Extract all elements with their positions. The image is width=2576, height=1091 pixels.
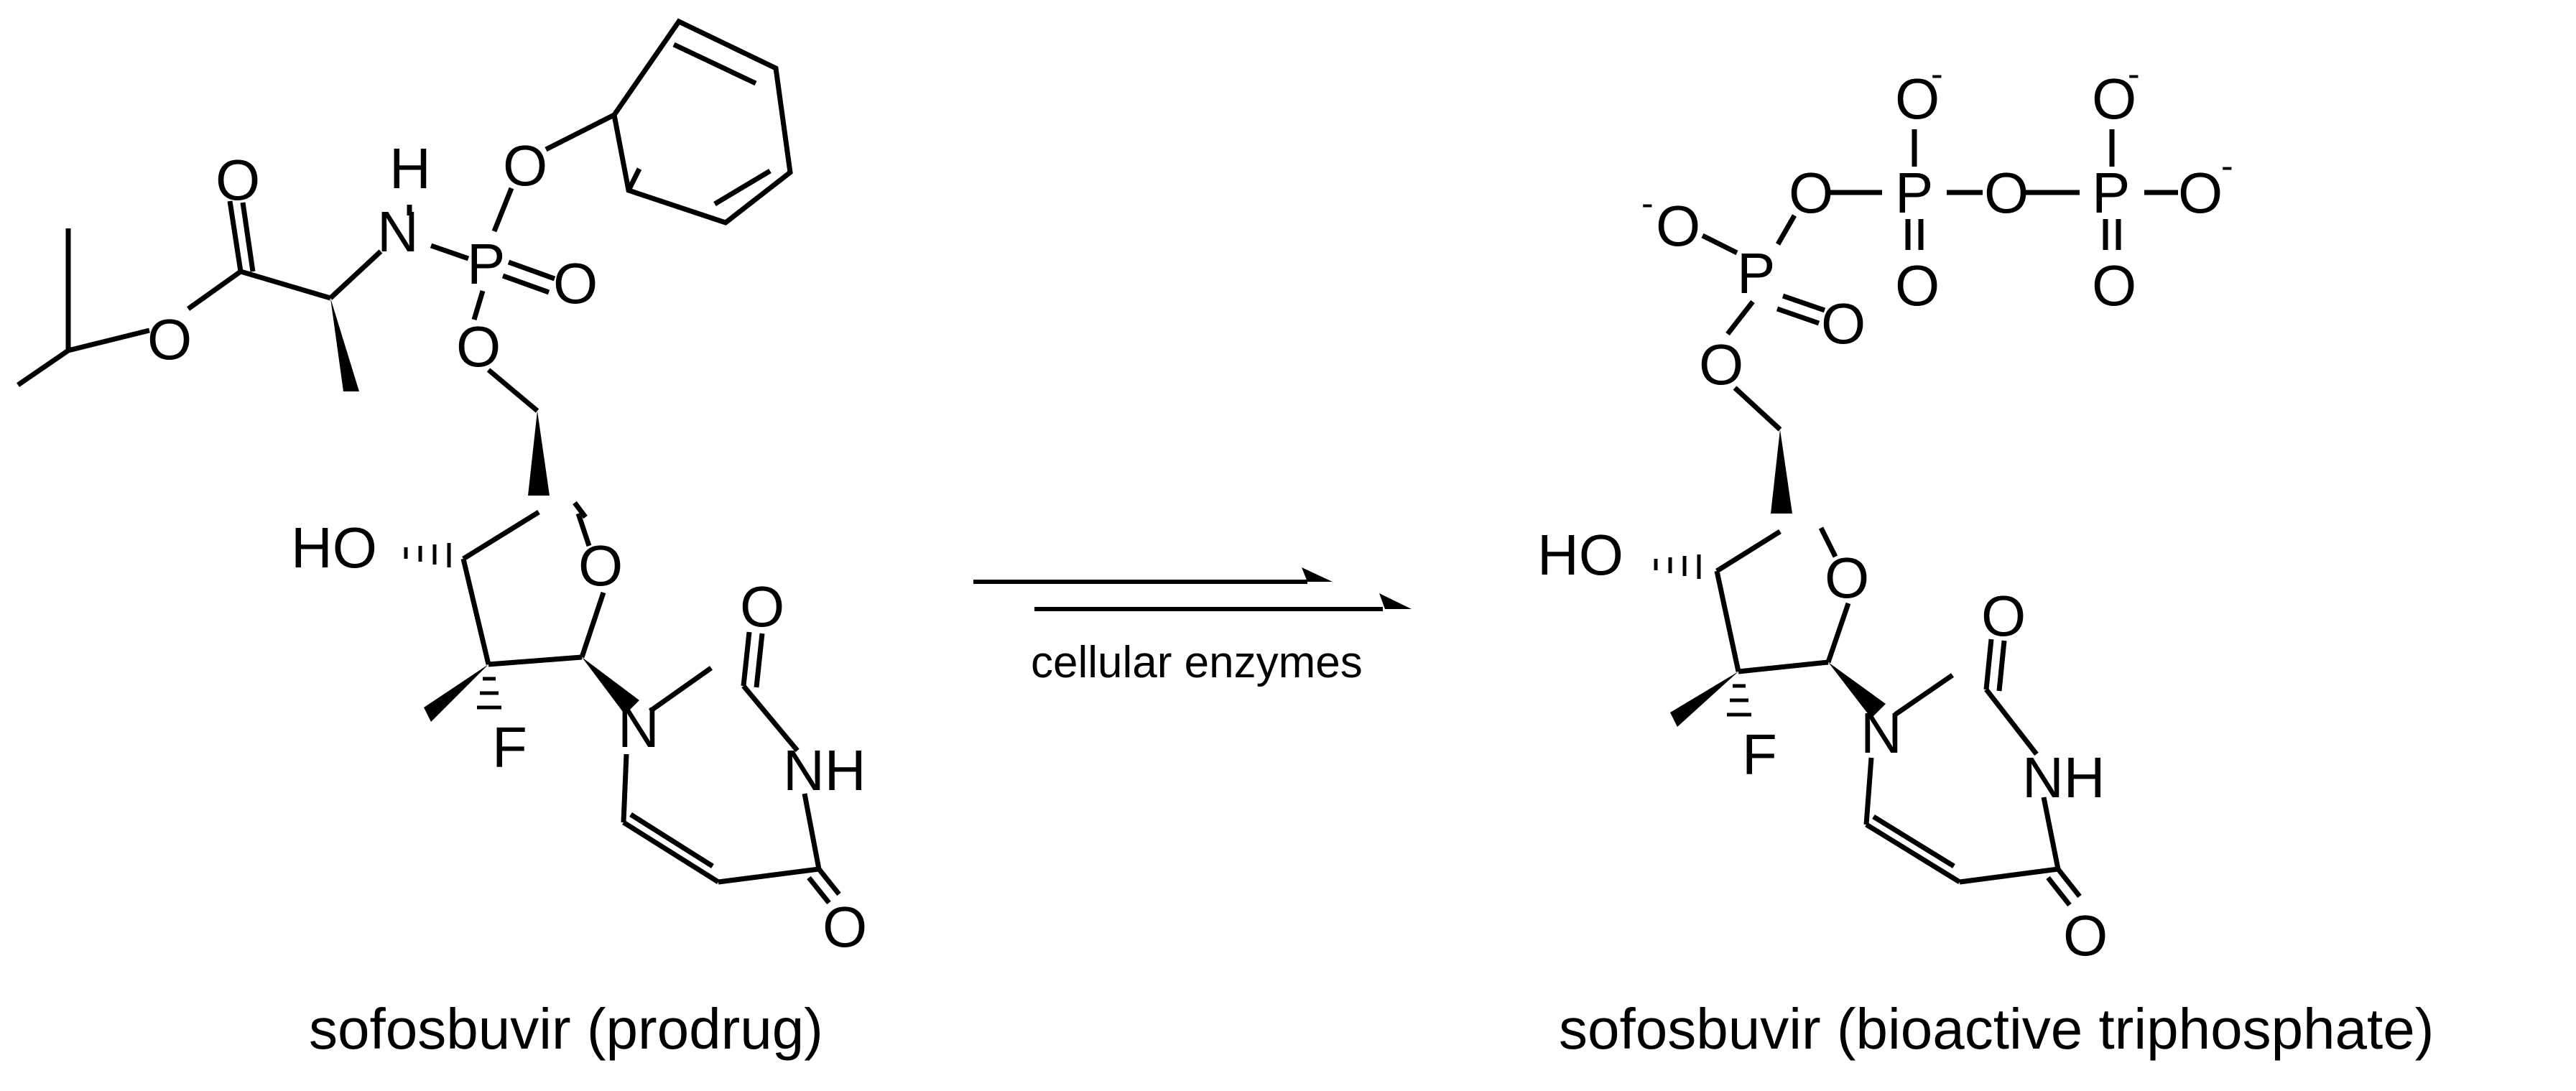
- reaction-arrow: cellular enzymes: [973, 567, 1412, 687]
- prodrug-molecule: O O H N O P O O O HO F N NH O O sofosbuv…: [17, 18, 867, 1061]
- tp-atom-pa-minus-o: O: [1656, 194, 1700, 258]
- tp-charge-pb: -: [1931, 54, 1943, 94]
- prodrug-f-hash: [477, 677, 501, 710]
- tp-atom-pg-top-o: O: [2092, 67, 2136, 131]
- triphosphate-caption: sofosbuvir (bioactive triphosphate): [1559, 997, 2434, 1061]
- triphosphate-oh-hash: [1654, 554, 1701, 579]
- triphosphate-molecule: O - P O O O P O - O O P O - O - O O HO F…: [1537, 54, 2434, 1061]
- tp-atom-bridge-o1: O: [1789, 161, 1833, 225]
- prodrug-bonds: [17, 18, 841, 905]
- tp-atom-n1: N: [1861, 701, 1902, 765]
- tp-atom-pb: P: [1895, 161, 1933, 225]
- tp-atom-pa: P: [1737, 241, 1775, 305]
- tp-atom-hydroxyl: HO: [1537, 523, 1623, 587]
- tp-atom-pg-right-o: O: [2178, 161, 2223, 225]
- prodrug-atom-c2-o: O: [740, 575, 784, 639]
- prodrug-caption: sofosbuvir (prodrug): [309, 997, 823, 1061]
- tp-atom-pg-double-o: O: [2092, 254, 2136, 317]
- prodrug-atom-ring-o: O: [578, 534, 623, 598]
- prodrug-atom-phosphorus: P: [467, 232, 505, 296]
- prodrug-atom-fluorine: F: [492, 715, 527, 779]
- prodrug-methyl-wedge: [330, 298, 359, 391]
- prodrug-atom-hydroxyl: HO: [291, 516, 377, 580]
- prodrug-oh-hash: [404, 543, 451, 567]
- tp-atom-pg: P: [2092, 161, 2130, 225]
- prodrug-atom-nh3: NH: [783, 738, 866, 802]
- triphosphate-ch2-wedge: [1771, 430, 1792, 514]
- triphosphate-n1-wedge: [1828, 662, 1886, 718]
- tp-charge-pg-right: -: [2221, 146, 2233, 186]
- tp-charge-pa: -: [1641, 183, 1654, 223]
- tp-atom-bridge-o2: O: [1984, 161, 2029, 225]
- prodrug-atom-ester-carbonyl-o: O: [216, 148, 260, 212]
- prodrug-ch2-wedge: [528, 411, 550, 496]
- tp-atom-pb-double-o: O: [1895, 254, 1940, 317]
- tp-atom-c4-o: O: [2063, 904, 2108, 967]
- prodrug-atom-ester-o: O: [147, 307, 192, 371]
- prodrug-atom-c4-o: O: [823, 895, 867, 959]
- prodrug-atom-p-double-o: O: [553, 251, 598, 315]
- tp-atom-pa-ester-o: O: [1699, 333, 1743, 396]
- prodrug-atom-nh-n: N: [377, 200, 419, 264]
- prodrug-atom-phenoxy-o: O: [503, 134, 547, 198]
- tp-atom-ring-o: O: [1825, 546, 1869, 610]
- prodrug-n1-wedge: [582, 657, 639, 715]
- prodrug-atom-n1: N: [618, 695, 659, 759]
- triphosphate-f-hash: [1727, 684, 1751, 717]
- tp-atom-fluorine: F: [1742, 723, 1777, 786]
- tp-charge-pg-top: -: [2128, 54, 2140, 94]
- prodrug-c3-methyl-wedge: [424, 664, 488, 722]
- tp-atom-pa-double-o: O: [1821, 292, 1866, 356]
- tp-atom-c2-o: O: [1981, 584, 2026, 648]
- prodrug-atom-nh-h: H: [389, 136, 431, 200]
- arrow-label: cellular enzymes: [1031, 638, 1363, 687]
- triphosphate-c3-methyl-wedge: [1670, 672, 1738, 727]
- tp-atom-pb-top-o: O: [1895, 67, 1940, 131]
- prodrug-atom-p-ester-o: O: [456, 315, 501, 379]
- triphosphate-bonds: [1701, 129, 2178, 907]
- tp-atom-nh3: NH: [2022, 746, 2105, 809]
